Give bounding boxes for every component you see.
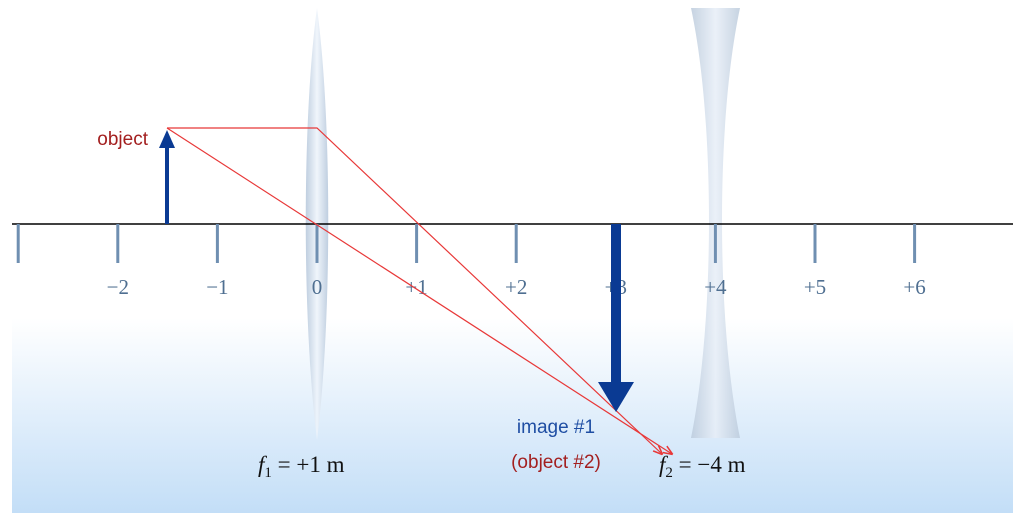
lens2-focal-eq: = −4 m [673, 452, 746, 477]
tick-label: +4 [704, 275, 727, 299]
axis-ticks: −2−10+1+2+3+4+5+6 [16, 224, 926, 299]
lens1-focal-label: f1 = +1 m [258, 452, 345, 481]
lens1-focal-var: f [258, 452, 268, 477]
diverging-lens [691, 8, 740, 438]
image-arrow [598, 224, 634, 412]
lens2-focal-label: f2 = −4 m [659, 452, 746, 481]
ray-parallel [167, 127, 662, 454]
tick-label: −1 [206, 275, 228, 299]
lens1-focal-sub: 1 [264, 465, 272, 481]
tick-label: +2 [505, 275, 527, 299]
lens2-focal-sub: 2 [665, 465, 673, 481]
image-label: image #1 [517, 417, 595, 438]
light-rays [166, 127, 672, 454]
tick-label: +5 [804, 275, 826, 299]
background-gradient [12, 0, 1013, 513]
object2-label: (object #2) [511, 452, 601, 473]
object-label: object [97, 129, 148, 150]
tick-label: 0 [312, 275, 323, 299]
lens1-focal-eq: = +1 m [272, 452, 345, 477]
tick-label: +1 [405, 275, 427, 299]
lens2-focal-var: f [659, 452, 669, 477]
object-arrow [159, 130, 175, 224]
ray-through-center [166, 127, 672, 454]
tick-label: −2 [107, 275, 129, 299]
tick-label: +6 [903, 275, 925, 299]
